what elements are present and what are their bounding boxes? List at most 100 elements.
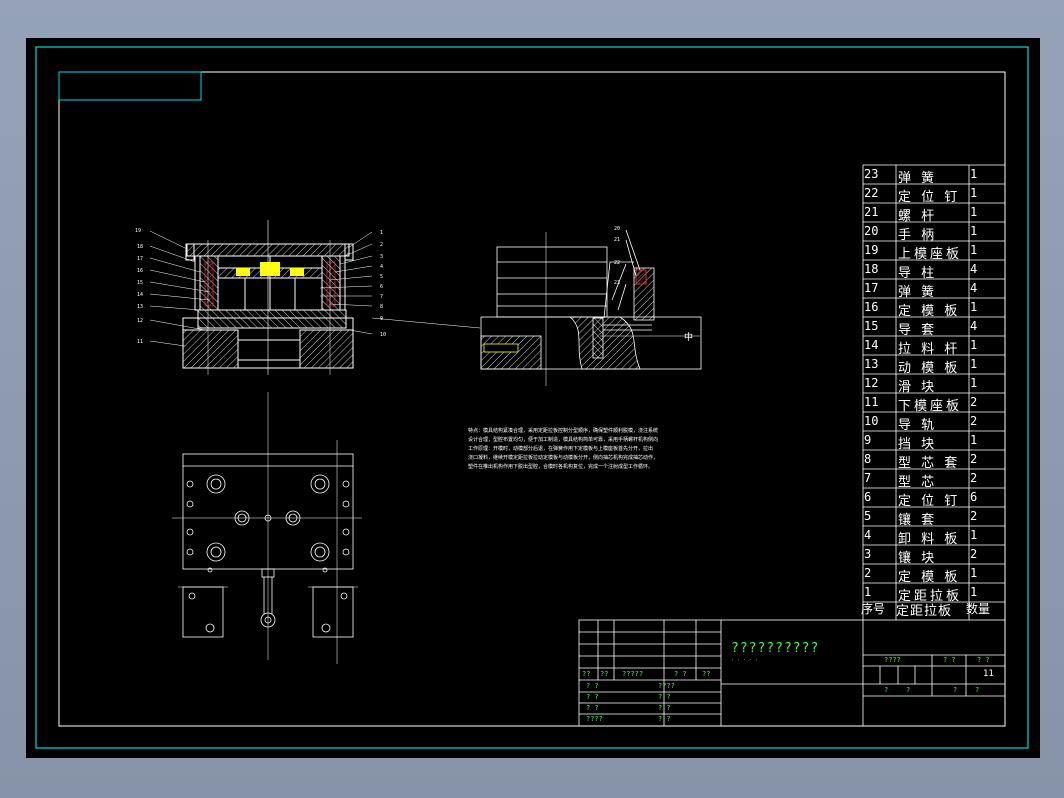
bom-row-18-no: 18 — [864, 262, 879, 276]
bom-row-10-no: 10 — [864, 414, 879, 428]
bom-row-6-qty: 6 — [970, 490, 978, 504]
bom-row-3-no: 3 — [864, 547, 872, 561]
bom-row-1-no: 1 — [864, 585, 872, 599]
bom-row-18-qty: 4 — [970, 262, 978, 276]
bom-row-20-qty: 1 — [970, 224, 978, 238]
note-line-2: 设计合理，型腔布置均匀，便于加工制造，模具结构简单可靠，采用手柄螺杆机构侧向 — [468, 437, 659, 443]
bom-row-23-no: 23 — [864, 167, 879, 181]
bom-row-10-name: 导 轨 — [898, 418, 938, 433]
bom-row-10-qty: 2 — [970, 414, 978, 428]
bom-row-23-qty: 1 — [970, 167, 978, 181]
tb-left-a-0: ? ? — [586, 682, 599, 690]
callouts-side: 20 21 22 23 — [614, 226, 620, 286]
bom-row-4-qty: 1 — [970, 528, 978, 542]
tb-left-r1-3: ? ? — [674, 670, 687, 678]
bom-row-16-no: 16 — [864, 300, 879, 314]
side-section-view — [480, 229, 702, 386]
note-line-1: 特点：模具结构紧凑合理，采用定距拉板控制分型顺序，确保塑件顺利脱模，浇注系统 — [468, 428, 659, 434]
bom-row-16-qty: 1 — [970, 300, 978, 314]
bom-row-19-qty: 1 — [970, 243, 978, 257]
bom-row-1-name: 定距拉板 — [898, 589, 963, 604]
tb-right-r3-a: ? — [884, 686, 889, 694]
bom-row-2-no: 2 — [864, 566, 872, 580]
bom-row-11-name: 下模座板 — [898, 399, 963, 414]
bom-row-2-qty: 1 — [970, 566, 978, 580]
callout-6: 6 — [380, 284, 383, 290]
tb-right-r1-b: ? ? — [943, 656, 956, 664]
callout-2: 2 — [380, 242, 383, 248]
bom-row-5-no: 5 — [864, 509, 872, 523]
drawing-title: ?????????? — [731, 641, 820, 656]
bom-header-name: 定距拉板 — [896, 604, 953, 619]
bom-row-9-no: 9 — [864, 433, 872, 447]
tb-left-r1-1: ?? — [600, 670, 608, 678]
bom-row-19-no: 19 — [864, 243, 879, 257]
bom-row-13-qty: 1 — [970, 357, 978, 371]
title-block-left: ?????????? ???? ?? ?? ?????????? ?? ?? ? — [582, 670, 710, 723]
bom-row-13-no: 13 — [864, 357, 879, 371]
side-view-label: 中 — [684, 331, 693, 343]
bom-row-21-name: 螺 杆 — [898, 209, 938, 224]
tb-left-a-3: ???? — [586, 715, 603, 723]
bom-row-9-qty: 1 — [970, 433, 978, 447]
bom-row-14-name: 拉 料 杆 — [898, 342, 961, 357]
bom-row-17-name: 弹 簧 — [898, 285, 938, 300]
callouts-right: 1 2 3 4 5 6 7 8 9 10 — [380, 230, 386, 338]
bom-row-14-qty: 1 — [970, 338, 978, 352]
bom-row-9-name: 挡 块 — [898, 437, 938, 452]
bom-row-7-qty: 2 — [970, 471, 978, 485]
bom-row-11-no: 11 — [864, 395, 879, 409]
bom-header-no: 序号 — [861, 602, 886, 616]
callout-7: 7 — [380, 294, 383, 300]
bom-row-15-no: 15 — [864, 319, 879, 333]
technical-notes: 特点：模具结构紧凑合理，采用定距拉板控制分型顺序，确保塑件顺利脱模，浇注系统 设… — [468, 427, 748, 472]
title-block-grid — [578, 619, 1006, 727]
tb-left-b-0: ???? — [658, 682, 675, 690]
callout-12: 12 — [137, 318, 143, 324]
bom-row-11-qty: 2 — [970, 395, 978, 409]
bom-row-5-qty: 2 — [970, 509, 978, 523]
model-space — [26, 38, 1040, 758]
callout-23: 23 — [614, 280, 620, 286]
tb-right-r1-a: ???? — [884, 656, 901, 664]
callout-19: 19 — [135, 228, 141, 234]
bom-row-2-name: 定 模 板 — [898, 570, 961, 585]
bom-row-7-name: 型 芯 — [898, 475, 938, 490]
callout-13: 13 — [137, 304, 143, 310]
bom-row-8-qty: 2 — [970, 452, 978, 466]
tb-left-r1-0: ?? — [582, 670, 590, 678]
callout-17: 17 — [137, 256, 143, 262]
callout-16: 16 — [137, 268, 143, 274]
bom-row-13-name: 动 模 板 — [898, 361, 961, 376]
callout-18: 18 — [137, 244, 143, 250]
bom-row-3-qty: 2 — [970, 547, 978, 561]
tb-left-r1-2: ????? — [622, 670, 643, 678]
front-section-view — [149, 220, 481, 375]
note-line-5: 塑件在推出机构作用下脱出型腔，合模时各机构复位，完成一个注射成型工作循环。 — [468, 464, 654, 470]
bom-row-22-name: 定 位 钉 — [898, 190, 961, 205]
bom-row-8-no: 8 — [864, 452, 872, 466]
bom-row-20-name: 手 柄 — [898, 228, 938, 243]
bom-row-17-qty: 4 — [970, 281, 978, 295]
tb-left-b-2: ? ? — [658, 704, 671, 712]
callout-22: 22 — [614, 260, 620, 266]
bom-row-6-no: 6 — [864, 490, 872, 504]
callout-11: 11 — [137, 339, 143, 345]
bom-row-22-qty: 1 — [970, 186, 978, 200]
bom-row-18-name: 导 柱 — [898, 266, 938, 281]
bom-row-6-name: 定 位 钉 — [898, 494, 961, 509]
callouts-left: 19 18 17 16 15 14 13 12 11 — [135, 228, 143, 345]
callout-10: 10 — [380, 332, 386, 338]
bom-row-21-qty: 1 — [970, 205, 978, 219]
bom-row-4-name: 卸 料 板 — [898, 532, 961, 547]
bom-header-qty: 数量 — [966, 602, 991, 616]
bom-row-12-qty: 1 — [970, 376, 978, 390]
bom-row-17-no: 17 — [864, 281, 879, 295]
drawing-title-dots: . . . . . — [731, 656, 759, 662]
callout-5: 5 — [380, 274, 383, 280]
bom-row-1-qty: 1 — [970, 585, 978, 599]
callout-21: 21 — [614, 237, 620, 243]
bom-row-15-qty: 4 — [970, 319, 978, 333]
note-line-4: 浇口凝料，继续开模定距拉板拉动定模板与动模板分开，侧向抽芯机构完成抽芯动作， — [468, 455, 659, 461]
